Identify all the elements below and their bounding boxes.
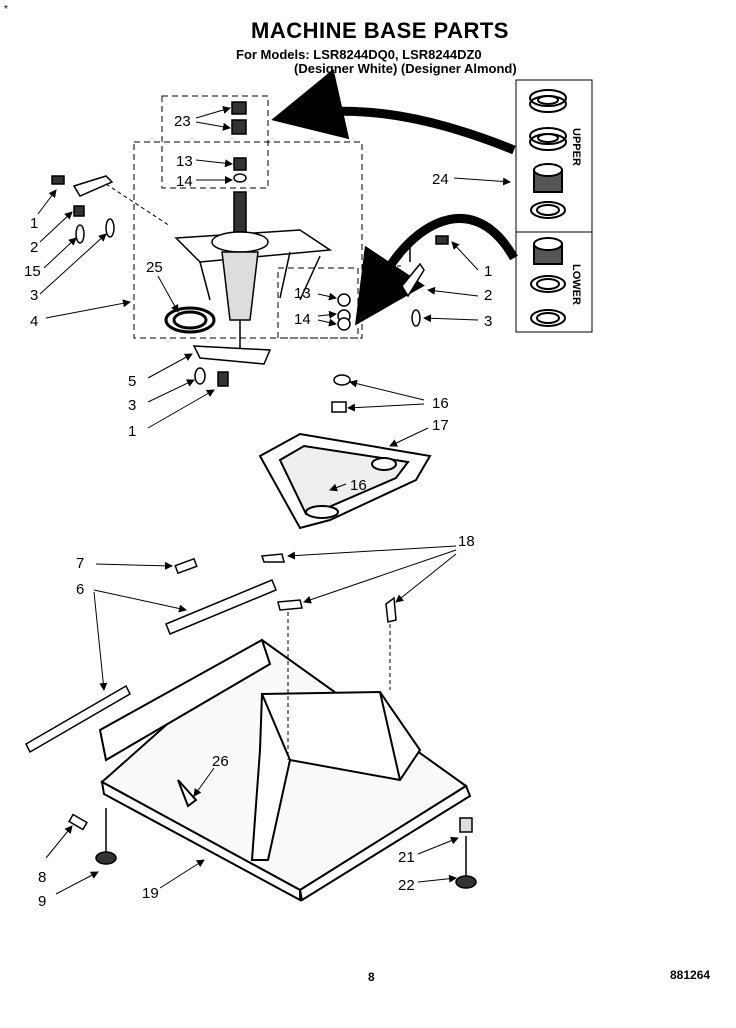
callout-16-upper: 16 [432,395,449,412]
upper-kit-rings [529,89,567,219]
model-numbers: For Models: LSR8244DQ0, LSR8244DZ0 (Desi… [236,48,517,76]
callout-3-left: 3 [30,287,38,304]
machine-base [98,638,472,902]
callout-16-lower: 16 [350,477,367,494]
callout-5: 5 [128,373,136,390]
upper-kit-label: UPPER [570,128,582,166]
right-bracket-hardware [401,235,449,327]
callout-7: 7 [76,555,84,572]
callout-19: 19 [142,885,159,902]
callout-13-right: 13 [294,285,311,302]
callout-24: 24 [432,171,449,188]
callout-3-right: 3 [484,313,492,330]
lower-bracket-hardware [192,345,272,387]
callout-21: 21 [398,849,415,866]
bearing-stack [231,101,247,183]
callout-14-right: 14 [294,311,311,328]
corner-mark: * [4,4,8,15]
document-code: 881264 [670,968,711,982]
callout-6: 6 [76,581,84,598]
curved-arrow-lower [355,214,518,326]
callout-1-lower: 1 [128,423,136,440]
transmission-assembly [174,191,333,350]
leveling-feet [68,808,477,889]
callout-22: 22 [398,877,415,894]
page-number: 8 [368,970,375,984]
callout-15: 15 [24,263,41,280]
models-line-2: (Designer White) (Designer Almond) [294,61,517,76]
callout-14-upper: 14 [176,173,193,190]
callout-9: 9 [38,893,46,910]
callout-18: 18 [458,533,475,550]
callout-3-lower: 3 [128,397,136,414]
callout-2-left: 2 [30,239,38,256]
lower-kit-rings [530,237,566,327]
diagram-title: MACHINE BASE PARTS [251,18,509,43]
curved-arrow-upper [271,69,516,155]
models-line-1: For Models: LSR8244DQ0, LSR8244DZ0 [236,47,482,62]
bearing-kit-box [515,79,593,333]
dashed-guides [105,183,404,760]
callout-8: 8 [38,869,46,886]
callout-4: 4 [30,313,38,330]
tub-seal [164,306,216,334]
callout-1-right: 1 [484,263,492,280]
callout-17: 17 [432,417,449,434]
callout-1-left: 1 [30,215,38,232]
callout-26: 26 [212,753,229,770]
lower-kit-label: LOWER [570,264,582,305]
callout-2-right: 2 [484,287,492,304]
mounting-frame [258,432,432,530]
callout-23: 23 [174,113,191,130]
left-bracket-hardware [51,175,115,244]
braces [25,557,277,754]
callout-25: 25 [146,259,163,276]
callout-13-upper: 13 [176,153,193,170]
right-box-bearings [337,293,351,331]
leader-lines [37,106,511,895]
clips [260,553,397,623]
